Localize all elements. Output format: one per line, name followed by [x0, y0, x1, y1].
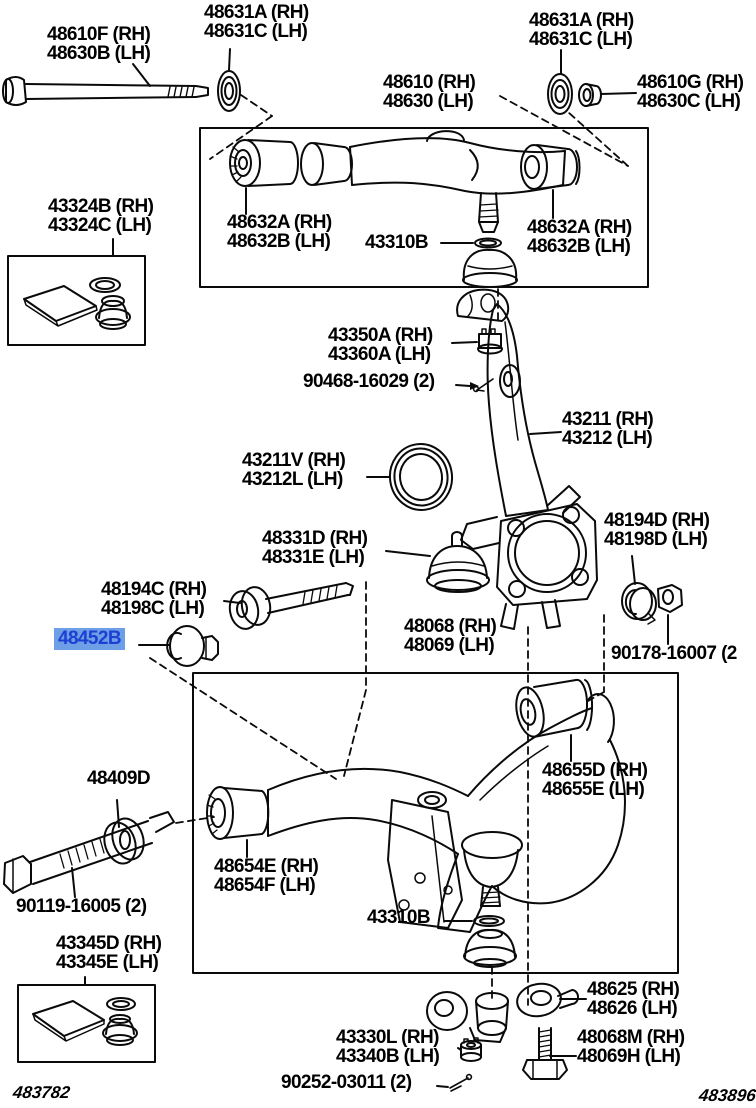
lower-balljoint-cover-drawing — [385, 531, 490, 593]
label-knuckle-arm-nut[interactable]: 43330L (RH)43340B (LH) — [336, 1027, 440, 1067]
knuckle-oil-seal-drawing — [388, 443, 454, 511]
camber-bolt-front-drawing — [223, 582, 354, 630]
label-camber-nut[interactable]: 90178-16007 (2 — [611, 643, 737, 664]
label-lower-cam-plate[interactable]: 48409D — [87, 768, 151, 789]
label-upper-balljoint-kit[interactable]: 43324B (RH)43324C (LH) — [48, 196, 154, 236]
lower-bushing-rear-drawing — [515, 678, 594, 762]
label-knuckle-arm-bolt[interactable]: 48068M (RH)48069H (LH) — [577, 1027, 685, 1067]
label-upper-shaft-nut[interactable]: 48610G (RH)48630C (LH) — [637, 72, 744, 112]
label-lower-balljoint-ring[interactable]: 43310B — [367, 907, 431, 928]
label-lower-arm[interactable]: 48068 (RH)48069 (LH) — [404, 616, 497, 656]
lower-control-arm-drawing — [206, 693, 626, 933]
upper-retainer-left-drawing — [217, 48, 241, 112]
lower-arm-box — [192, 672, 679, 974]
label-upper-retainer-left[interactable]: 48631A (RH)48631C (LH) — [204, 2, 309, 42]
upper-shaft-bolt-drawing — [2, 63, 209, 106]
lower-kit-box — [17, 984, 156, 1063]
label-upper-balljoint-ring[interactable]: 43310B — [365, 232, 429, 253]
knuckle-arm-bolt-drawing — [522, 1027, 577, 1080]
label-knuckle-arm-pin[interactable]: 90252-03011 (2) — [281, 1072, 412, 1093]
assembly-dashed-lines — [149, 94, 629, 1006]
label-lower-bushing-rear[interactable]: 48655D (RH)48655E (LH) — [542, 760, 648, 800]
camber-cam-rear-drawing — [621, 555, 657, 625]
label-camber-cam-rear[interactable]: 48194D (RH)48198D (LH) — [604, 510, 710, 550]
lower-cam-bolt-drawing — [3, 799, 175, 898]
upper-arm-box — [199, 127, 649, 288]
figure-code-left: 483782 — [11, 1083, 72, 1102]
steering-knuckle-drawing — [451, 288, 598, 630]
upper-kit-box — [7, 255, 146, 346]
knuckle-arm-drawing — [426, 982, 587, 1043]
upper-kit-contents-drawing — [23, 238, 131, 330]
upper-shaft-nut-drawing — [578, 83, 637, 107]
upper-balljoint-ring-drawing — [440, 237, 518, 288]
upper-retainer-right-drawing — [547, 49, 573, 115]
label-upper-bushing-left[interactable]: 48632A (RH)48632B (LH) — [227, 212, 332, 252]
label-camber-bolt-front[interactable]: 48194C (RH)48198C (LH) — [101, 579, 207, 619]
camber-cam-selected-drawing — [138, 625, 219, 667]
upper-control-arm-drawing — [229, 130, 581, 233]
label-knuckle-castle-nut[interactable]: 43350A (RH)43360A (LH) — [328, 325, 433, 365]
camber-nut-drawing — [657, 584, 683, 645]
label-upper-shaft-bolt[interactable]: 48610F (RH)48630B (LH) — [47, 24, 151, 64]
label-steering-knuckle[interactable]: 43211 (RH)43212 (LH) — [562, 409, 654, 449]
label-lower-balljoint-cover[interactable]: 48331D (RH)48331E (LH) — [262, 528, 368, 568]
label-lower-balljoint-kit[interactable]: 43345D (RH)43345E (LH) — [56, 933, 162, 973]
label-lower-arm-bolt[interactable]: 90119-16005 (2) — [16, 896, 147, 917]
label-lower-bushing-front[interactable]: 48654E (RH)48654F (LH) — [214, 856, 319, 896]
label-upper-bushing-right[interactable]: 48632A (RH)48632B (LH) — [527, 217, 632, 257]
label-upper-retainer-right[interactable]: 48631A (RH)48631C (LH) — [529, 10, 634, 50]
label-knuckle-cotter-pin[interactable]: 90468-16029 (2) — [303, 371, 435, 392]
label-knuckle-oil-seal[interactable]: 43211V (RH)43212L (LH) — [242, 450, 346, 490]
label-camber-cam-selected[interactable]: 48452B — [54, 628, 125, 650]
lower-kit-contents-drawing — [32, 976, 138, 1046]
knuckle-arm-pin-drawing — [436, 1073, 473, 1092]
label-knuckle-arm[interactable]: 48625 (RH)48626 (LH) — [587, 979, 680, 1019]
lower-balljoint-ring-drawing — [444, 915, 517, 968]
knuckle-arm-nut-drawing — [457, 1037, 482, 1062]
label-upper-arm[interactable]: 48610 (RH)48630 (LH) — [383, 72, 476, 112]
figure-code-right: 483896 — [697, 1086, 756, 1105]
